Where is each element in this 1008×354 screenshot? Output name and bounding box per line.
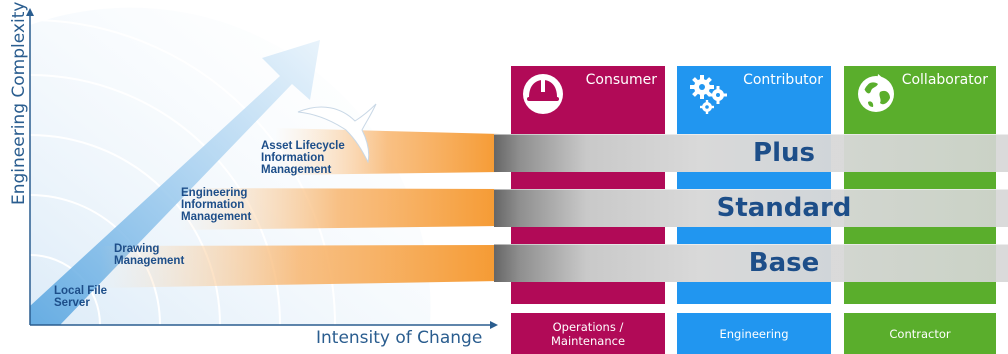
column-title-contributor: Contributor [743, 72, 823, 88]
stage-label-engineering-information-management: Engineering Information Management [181, 187, 252, 223]
gears-icon [690, 75, 727, 114]
tier-band-plus: Plus [494, 134, 1008, 172]
beam-to-plus [275, 128, 500, 175]
hard-hat-icon [523, 74, 563, 114]
beam-to-standard [178, 188, 500, 230]
beam-to-base [100, 245, 500, 288]
orange-beams [100, 128, 500, 288]
x-axis-label: Intensity of Change [316, 328, 483, 348]
y-axis-label: Engineering Complexity [9, 1, 29, 205]
stage-label-asset-lifecycle-information-management: Asset Lifecycle Information Management [261, 140, 345, 176]
bird-icon [297, 103, 377, 164]
axes [26, 8, 498, 329]
column-footer-contractor: Contractor [844, 313, 996, 354]
tier-band-standard: Standard [494, 189, 1008, 227]
column-footer-operations-maintenance: Operations / Maintenance [511, 313, 665, 354]
tier-label-base: Base [748, 248, 820, 278]
globe-icon [858, 74, 894, 112]
stage-label-drawing-management: Drawing Management [114, 243, 185, 267]
column-title-consumer: Consumer [585, 72, 657, 88]
y-axis-arrowhead [26, 8, 34, 16]
stage-label-local-file-server: Local File Server [54, 285, 108, 309]
x-axis-arrowhead [490, 321, 498, 329]
tier-label-plus: Plus [753, 138, 815, 168]
column-title-collaborator: Collaborator [901, 72, 988, 88]
tier-label-standard: Standard [716, 193, 852, 223]
column-footer-engineering: Engineering [677, 313, 831, 354]
tier-band-base: Base [494, 244, 1008, 282]
